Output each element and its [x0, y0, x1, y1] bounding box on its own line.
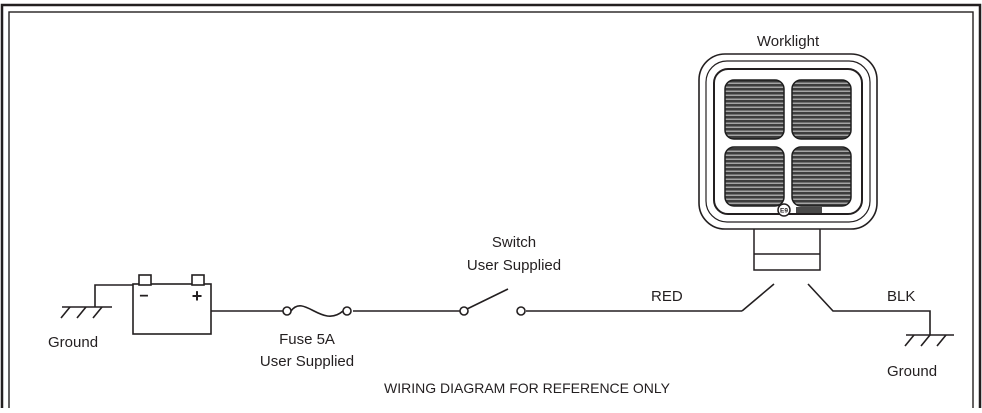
worklight-label: Worklight	[757, 33, 820, 50]
e-mark-badge: E9	[777, 203, 822, 217]
blk-wire	[807, 283, 931, 335]
switch-label-line1: Switch	[492, 234, 536, 251]
fuse-symbol	[282, 305, 352, 317]
worklight-housing	[698, 53, 878, 230]
ground-symbol-left	[60, 284, 145, 319]
fuse-label-line2: User Supplied	[260, 353, 354, 370]
worklight-lens	[724, 79, 852, 207]
red-wire	[741, 283, 775, 312]
ground-right-label: Ground	[887, 363, 937, 380]
e-mark-text: E9	[780, 208, 788, 215]
worklight: E9	[698, 53, 878, 271]
ground-left-label: Ground	[48, 334, 98, 351]
footer-note: WIRING DIAGRAM FOR REFERENCE ONLY	[384, 380, 671, 396]
blk-wire-label: BLK	[887, 288, 915, 305]
fuse-label-line1: Fuse 5A	[279, 331, 335, 348]
battery-minus-sign: −	[139, 288, 148, 305]
ground-symbol-right	[904, 334, 954, 347]
switch-symbol	[459, 288, 526, 316]
worklight-mount	[753, 224, 821, 271]
switch-label-line2: User Supplied	[467, 257, 561, 274]
battery-plus-sign: +	[192, 286, 203, 306]
frame-border	[0, 3, 982, 413]
battery	[132, 274, 212, 335]
red-wire-label: RED	[651, 288, 683, 305]
